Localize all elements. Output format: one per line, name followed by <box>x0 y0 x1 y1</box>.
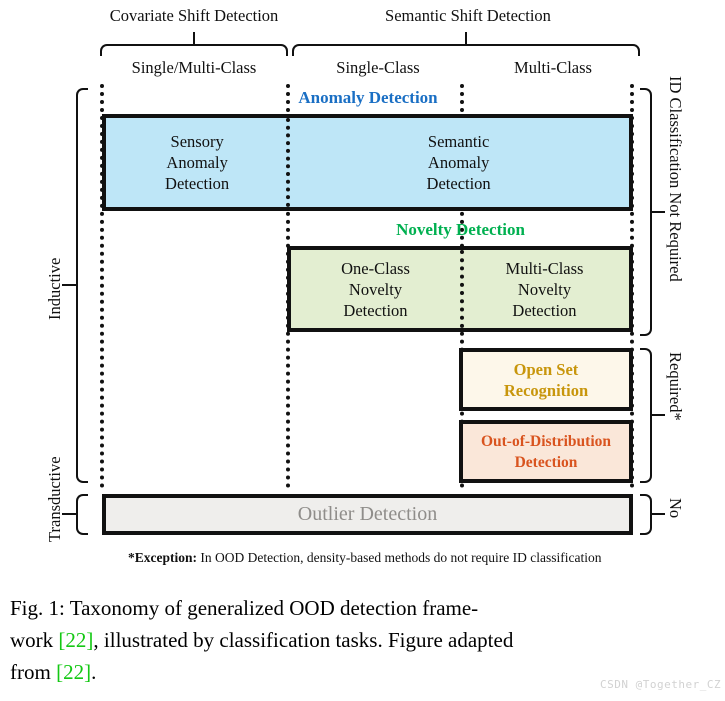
brace-semantic-shift-stem <box>465 32 468 46</box>
caption-line-2-text-b: , illustrated by classification tasks. F… <box>93 628 514 652</box>
group-label-semantic-shift: Semantic Shift Detection <box>385 6 551 25</box>
cell-line-3: Detection <box>426 174 491 193</box>
cell-line-2: Anomaly <box>166 153 228 172</box>
watermark: CSDN @Together_CZ <box>600 678 722 691</box>
column-label-multi-class: Multi-Class <box>514 58 592 77</box>
cell-line-3: Detection <box>343 300 408 320</box>
cell-line-2: Novelty <box>517 279 572 299</box>
group-label-covariate-shift: Covariate Shift Detection <box>109 6 279 25</box>
footnote-text: In OOD Detection, density-based methods … <box>197 550 602 565</box>
cell-line-1: Semantic <box>427 132 490 151</box>
caption-line-3-text-b: . <box>91 660 97 684</box>
brace-required <box>640 348 652 483</box>
cell-line-1: Sensory <box>170 132 224 151</box>
column-divider-left <box>100 84 104 488</box>
brace-inductive <box>76 88 88 483</box>
cell-one-class-novelty-detection: One-Class Novelty Detection <box>291 258 460 321</box>
cell-line-2: Anomaly <box>427 153 490 172</box>
figure-caption: Fig. 1: Taxonomy of generalized OOD dete… <box>10 592 716 688</box>
cell-semantic-anomaly-detection: Semantic Anomaly Detection <box>288 131 629 194</box>
right-label-id-classification-not-required: ID Classification Not Required <box>666 76 685 282</box>
brace-id-classification-not-required <box>640 88 652 336</box>
cell-line-1: One-Class <box>341 258 410 278</box>
citation-22-second[interactable]: [22] <box>56 660 92 684</box>
section-title-anomaly-detection: Anomaly Detection <box>298 88 438 107</box>
caption-line-2: work [22], illustrated by classification… <box>10 624 716 656</box>
cell-line-1: Outlier Detection <box>297 503 438 525</box>
section-title-novelty-detection: Novelty Detection <box>396 220 525 239</box>
brace-covariate-shift-stem <box>193 32 196 46</box>
cell-line-3: Detection <box>165 174 230 193</box>
brace-inductive-stem <box>62 284 77 287</box>
brace-no-stem <box>652 513 665 516</box>
box-anomaly-detection: Sensory Anomaly Detection Semantic Anoma… <box>102 114 633 211</box>
box-outlier-detection: Outlier Detection <box>102 494 633 535</box>
box-out-of-distribution-detection: Out-of-Distribution Detection <box>459 420 633 483</box>
brace-transductive-stem <box>62 513 77 516</box>
cell-line-2: Novelty <box>348 279 403 299</box>
caption-line-1: Fig. 1: Taxonomy of generalized OOD dete… <box>10 592 716 624</box>
caption-line-3: from [22]. <box>10 656 716 688</box>
cell-line-2: Detection <box>514 453 578 471</box>
cell-ood-detection: Out-of-Distribution Detection <box>463 431 629 473</box>
cell-sensory-anomaly-detection: Sensory Anomaly Detection <box>106 131 288 194</box>
left-label-inductive: Inductive <box>45 257 64 320</box>
brace-no <box>640 494 652 535</box>
left-label-transductive: Transductive <box>45 456 64 542</box>
cell-line-2: Recognition <box>503 380 589 400</box>
cell-line-3: Detection <box>512 300 577 320</box>
footnote-marker: *Exception: <box>128 550 197 565</box>
cell-line-1: Multi-Class <box>505 258 584 278</box>
brace-required-stem <box>652 414 665 417</box>
box-novelty-inner-divider <box>460 250 464 328</box>
cell-line-1: Open Set <box>513 359 579 379</box>
caption-line-1-text: Fig. 1: Taxonomy of generalized OOD dete… <box>10 596 479 620</box>
cell-open-set-recognition: Open Set Recognition <box>463 359 629 401</box>
cell-outlier-detection: Outlier Detection <box>106 504 629 525</box>
column-label-single-class: Single-Class <box>336 58 420 77</box>
right-label-no: No <box>666 498 685 519</box>
citation-22-first[interactable]: [22] <box>58 628 94 652</box>
right-label-required: Required* <box>666 352 685 421</box>
brace-transductive <box>76 494 88 535</box>
box-open-set-recognition: Open Set Recognition <box>459 348 633 411</box>
caption-line-2-text-a: work <box>10 628 59 652</box>
box-anomaly-inner-divider <box>286 118 290 207</box>
footnote: *Exception: In OOD Detection, density-ba… <box>128 549 602 567</box>
cell-multi-class-novelty-detection: Multi-Class Novelty Detection <box>460 258 629 321</box>
column-label-single-multi-class: Single/Multi-Class <box>131 58 257 77</box>
caption-line-3-text-a: from <box>10 660 57 684</box>
brace-id-classification-not-required-stem <box>652 211 665 214</box>
cell-line-1: Out-of-Distribution <box>480 432 612 450</box>
